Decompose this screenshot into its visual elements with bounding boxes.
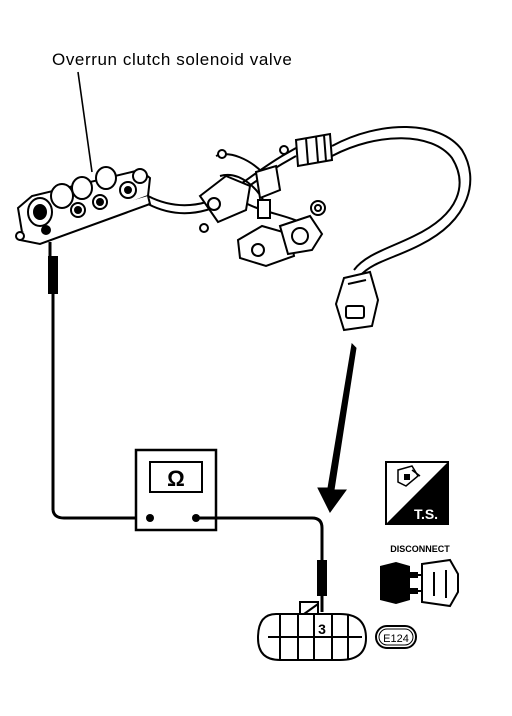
probe-lead-right	[196, 516, 324, 612]
ts-icon	[385, 461, 449, 525]
harness-connector	[334, 270, 380, 332]
harness-connector-e124	[256, 601, 368, 661]
label-leader-line	[77, 71, 93, 173]
probe-lead-left	[48, 242, 150, 520]
component-label: Overrun clutch solenoid valve	[52, 50, 293, 69]
solenoid-valve-assembly	[15, 166, 152, 246]
probe-tip-left	[48, 256, 58, 294]
wiring-harness	[147, 126, 472, 277]
disconnect-icon	[380, 558, 459, 608]
ohm-symbol: Ω	[167, 466, 185, 491]
connector-pin-number: 3	[318, 621, 326, 637]
connector-id-badge	[375, 625, 417, 649]
connector-pointer-arrow	[317, 342, 357, 513]
disconnect-label: DISCONNECT	[390, 544, 450, 554]
ts-label: T.S.	[414, 506, 438, 522]
sensor-cluster	[198, 145, 326, 268]
connector-id-label: E124	[383, 633, 409, 645]
probe-tip-right	[317, 560, 327, 596]
